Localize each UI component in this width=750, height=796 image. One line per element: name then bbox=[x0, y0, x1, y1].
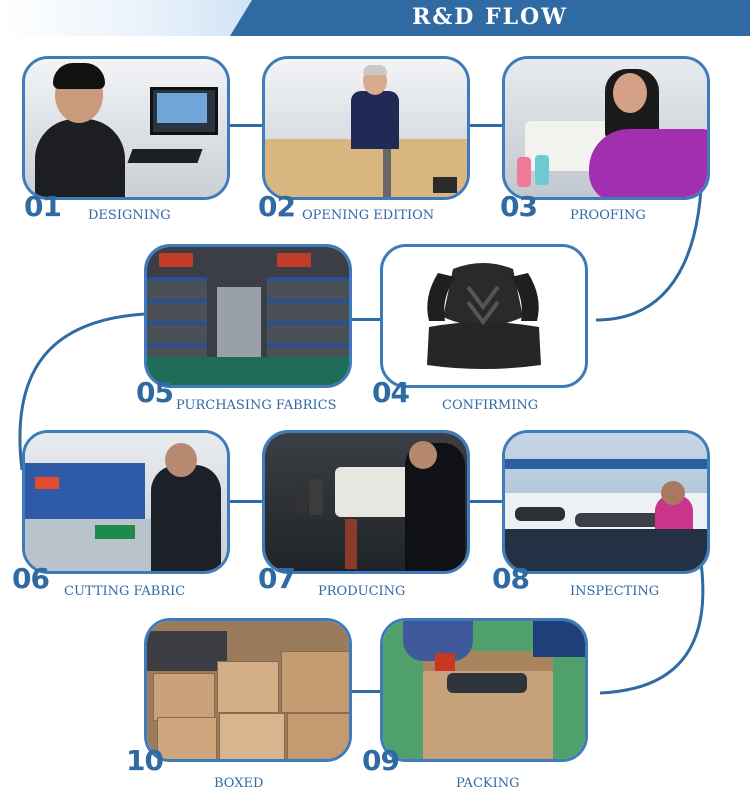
step-number-10: 10 bbox=[126, 744, 164, 777]
step-number-08: 08 bbox=[492, 562, 530, 595]
photo-opening-edition bbox=[262, 56, 470, 200]
photo-purchasing-fabrics bbox=[144, 244, 352, 388]
photo-cutting-fabric bbox=[22, 430, 230, 574]
step-label-cutting-fabric: CUTTING FABRIC bbox=[64, 584, 186, 599]
photo-designing bbox=[22, 56, 230, 200]
step-number-03: 03 bbox=[500, 190, 538, 223]
header-banner bbox=[230, 0, 750, 36]
connector-8-9 bbox=[599, 555, 705, 695]
connector-4-5 bbox=[352, 318, 382, 321]
step-label-packing: PACKING bbox=[456, 776, 520, 791]
step-label-purchasing-fabrics: PURCHASING FABRICS bbox=[176, 398, 337, 413]
connector-7-8 bbox=[470, 500, 504, 503]
step-number-06: 06 bbox=[12, 562, 50, 595]
step-label-producing: PRODUCING bbox=[318, 584, 406, 599]
step-label-boxed: BOXED bbox=[214, 776, 264, 791]
step-number-05: 05 bbox=[136, 376, 174, 409]
step-label-confirming: CONFIRMING bbox=[442, 398, 539, 413]
step-label-opening-edition: OPENING EDITION bbox=[302, 208, 435, 223]
connector-5-6 bbox=[18, 312, 146, 471]
photo-producing bbox=[262, 430, 470, 574]
step-number-09: 09 bbox=[362, 744, 400, 777]
step-label-designing: DESIGNING bbox=[88, 208, 171, 223]
step-number-07: 07 bbox=[258, 562, 296, 595]
photo-proofing bbox=[502, 56, 710, 200]
photo-packing bbox=[380, 618, 588, 762]
photo-inspecting bbox=[502, 430, 710, 574]
header-gradient bbox=[0, 0, 260, 36]
connector-2-3 bbox=[470, 124, 504, 127]
step-number-04: 04 bbox=[372, 376, 410, 409]
page-title: R&D FLOW bbox=[412, 4, 568, 30]
photo-boxed bbox=[144, 618, 352, 762]
step-number-01: 01 bbox=[24, 190, 62, 223]
connector-6-7 bbox=[230, 500, 264, 503]
step-label-proofing: PROOFING bbox=[570, 208, 646, 223]
step-number-02: 02 bbox=[258, 190, 296, 223]
connector-9-10 bbox=[350, 690, 382, 693]
photo-confirming bbox=[380, 244, 588, 388]
connector-1-2 bbox=[230, 124, 264, 127]
posture-brace-image bbox=[427, 263, 541, 369]
step-label-inspecting: INSPECTING bbox=[570, 584, 660, 599]
